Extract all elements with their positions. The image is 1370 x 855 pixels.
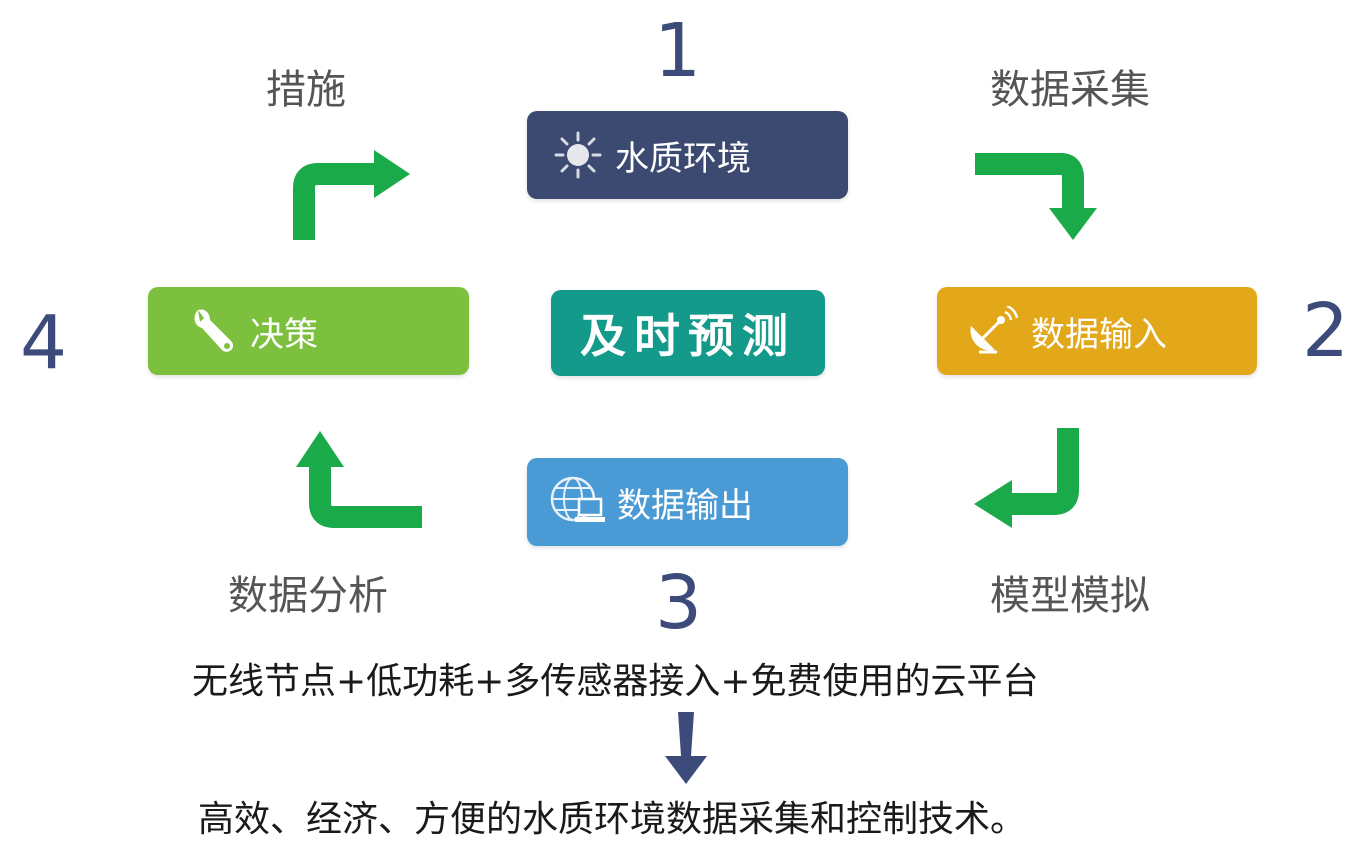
step-number-1: 1 [654,8,702,94]
summary-line-2: 高效、经济、方便的水质环境数据采集和控制技术。 [198,799,1027,840]
arrow-analysis-to-decision [296,431,422,528]
label-data-collection: 数据采集 [990,67,1150,113]
box-data-input: 数据输入 [937,287,1257,375]
arrow-measures-to-environment [293,150,410,240]
arrow-input-to-output [974,428,1079,528]
box-timely-prediction-label: 及时预测 [580,309,796,363]
globe-computer-icon [549,475,605,529]
box-water-environment-label: 水质环境 [615,138,751,179]
box-data-input-label: 数据输入 [1031,314,1167,355]
box-water-environment: 水质环境 [527,111,848,199]
summary-line-1: 无线节点+低功耗+多传感器接入+免费使用的云平台 [192,661,1039,702]
label-measures: 措施 [266,67,346,113]
box-data-output-label: 数据输出 [617,485,753,526]
label-data-analysis: 数据分析 [228,573,388,619]
box-decision-label: 决策 [250,314,318,355]
label-model-simulation: 模型模拟 [990,573,1150,619]
box-decision: 决策 [148,287,469,375]
down-arrow [665,712,707,784]
step-number-3: 3 [655,560,703,646]
box-data-output: 数据输出 [527,458,848,546]
satellite-dish-icon [965,306,1019,356]
step-number-4: 4 [20,300,68,386]
sun-icon [553,130,603,180]
wrench-icon [192,306,238,356]
arrow-collection-to-input [975,153,1097,240]
step-number-2: 2 [1302,288,1350,374]
box-timely-prediction: 及时预测 [551,290,825,376]
